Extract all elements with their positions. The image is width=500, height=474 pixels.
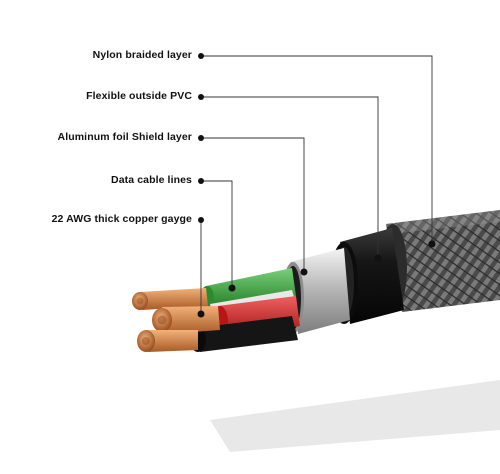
label-flexible-outside-pvc: Flexible outside PVC	[86, 90, 192, 102]
leader-end-dots	[197, 240, 436, 318]
leader-line-foil	[201, 137, 305, 270]
label-dot-pvc	[198, 94, 204, 100]
label-dot-nylon	[198, 53, 204, 59]
label-dot-data	[198, 178, 204, 184]
label-dot-copper	[198, 217, 204, 223]
label-aluminum-foil-shield: Aluminum foil Shield layer	[57, 131, 192, 143]
label-dot-foil	[198, 135, 204, 141]
label-copper-gauge: 22 AWG thick copper gayge	[51, 213, 192, 225]
copper-conductors	[132, 288, 220, 352]
end-dot-data	[228, 284, 236, 292]
end-dot-foil	[300, 268, 308, 276]
leader-lines	[200, 55, 433, 312]
cable-reflection	[210, 380, 500, 452]
leader-line-pvc	[201, 96, 379, 256]
end-dot-nylon	[428, 240, 436, 248]
leader-line-nylon	[201, 55, 433, 242]
end-dot-copper	[197, 310, 205, 318]
leader-line-data	[201, 180, 233, 286]
label-nylon-braided-layer: Nylon braided layer	[92, 49, 192, 61]
label-data-cable-lines: Data cable lines	[111, 174, 192, 186]
end-dot-pvc	[374, 254, 382, 262]
